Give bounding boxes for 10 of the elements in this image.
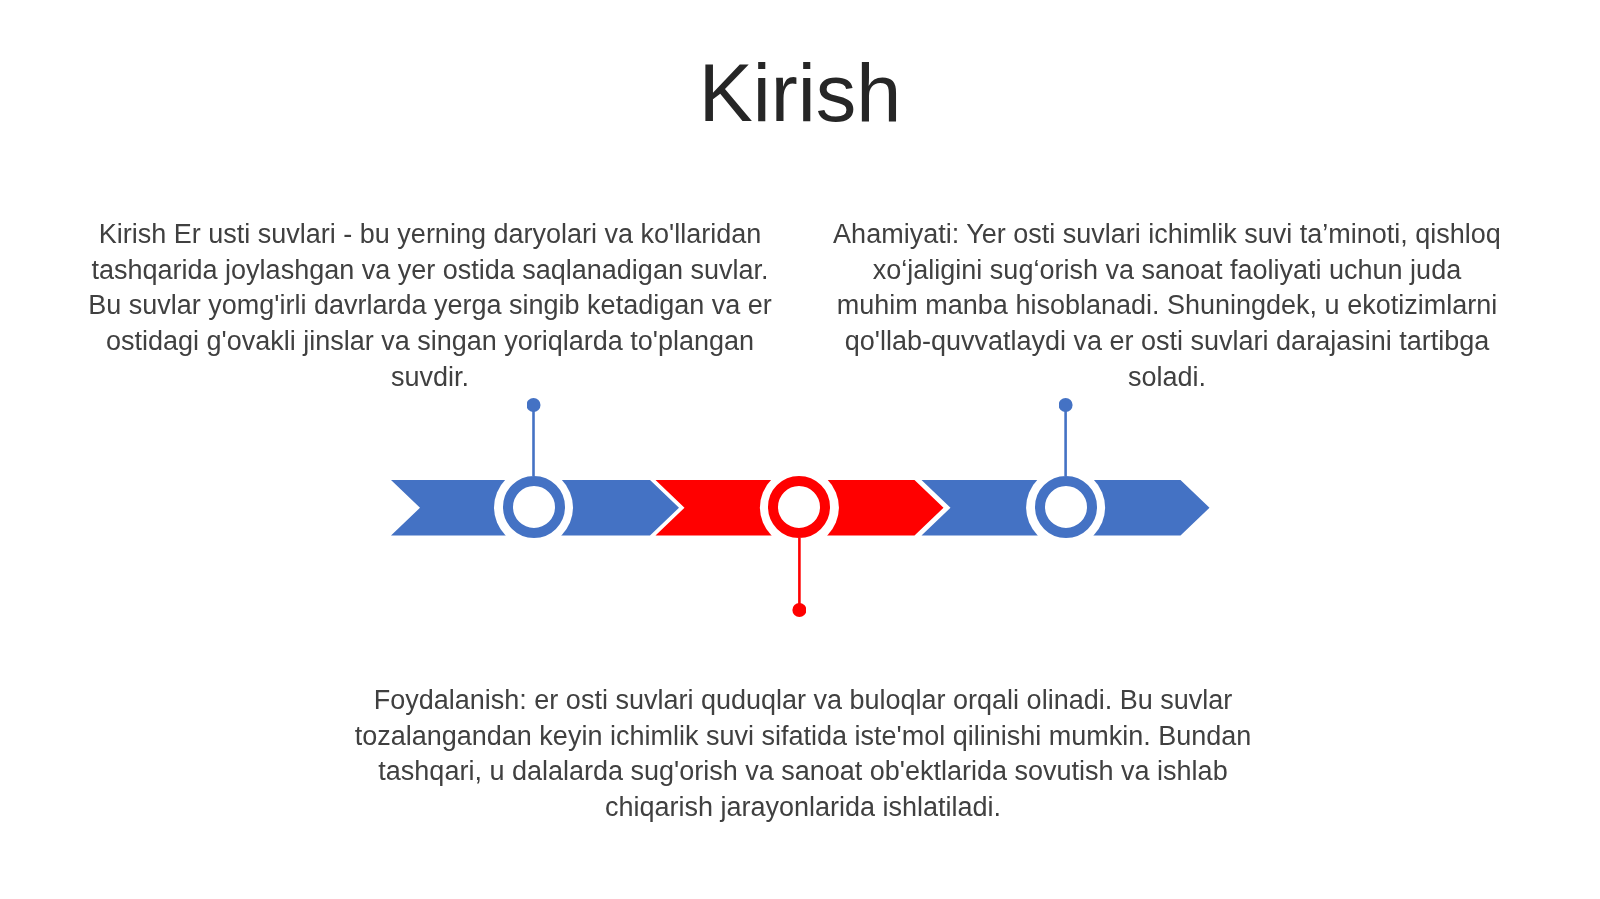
description-text: Foydalanish: er osti suvlari quduqlar va buloqlar orqali olinadi. Bu suvlar tozalangandan keyin ichimlik suvi sifatida iste'mol qilinishi mumkin. Bundan tashqari, u dalalarda sug'orish va sanoat ob'ektlarida sovutish va ishlab chiqarish jarayonlarida ishlatiladi. <box>338 683 1268 826</box>
leader-line <box>792 538 807 617</box>
leader-line <box>1058 398 1073 476</box>
timeline-ring <box>1034 476 1097 538</box>
description-text: Kirish Er usti suvlari - bu yerning daryolari va ko'llaridan tashqarida joylashgan va yer ostida saqlanadigan suvlar. Bu suvlar yomg'irli davrlarda yerga singib ketadigan va er ostidagi g'ovakli jinslar va singan yoriqlarda to'plangan suvdir. <box>76 217 784 396</box>
timeline-ring <box>502 476 565 538</box>
timeline-ring <box>768 476 831 538</box>
slide-title: Kirish <box>698 53 902 134</box>
leader-line <box>526 398 541 476</box>
description-text: Ahamiyati: Yer osti suvlari ichimlik suvi ta’minoti, qishloq xo‘jaligini sug‘orish va sanoat faoliyati uchun juda muhim manba hisoblanadi. Shuningdek, u ekotizimlarni qo'llab-quvvatlaydi va er osti suvlari darajasini tartibga soladi. <box>830 217 1504 396</box>
